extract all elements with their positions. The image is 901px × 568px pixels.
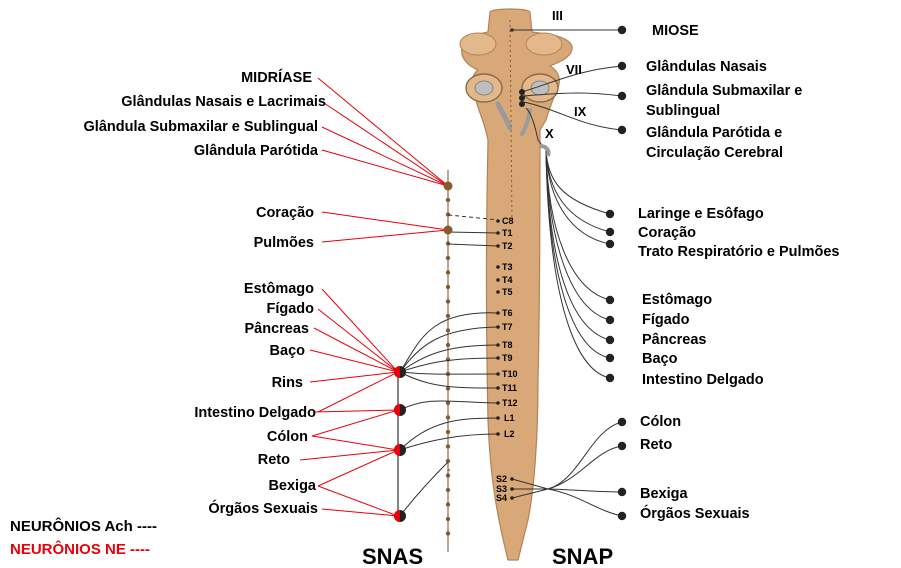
pelvic-ganglion — [394, 510, 406, 522]
chain-ganglion-dot — [446, 430, 450, 434]
segment-label: L1 — [504, 413, 515, 423]
snap-label-orgaos-sexuais: Órgãos Sexuais — [640, 504, 750, 522]
chain-ganglion-dot — [446, 270, 450, 274]
superior-cervical-ganglion — [444, 182, 453, 191]
snap-label-estomago: Estômago — [642, 292, 712, 308]
sympathetic-red-lines — [300, 78, 448, 516]
segment-label: T8 — [502, 340, 513, 350]
chain-ganglion-dot — [446, 198, 450, 202]
spinal-cord — [460, 9, 572, 560]
snap-label-glandulas-nasais: Glândulas Nasais — [646, 59, 767, 75]
sympathetic-connectors — [400, 215, 498, 516]
snap-label-trato-respiratorio: Trato Respiratório e Pulmões — [638, 244, 839, 260]
snas-title: SNAS — [362, 544, 423, 568]
segment-label: C8 — [502, 216, 514, 226]
chain-ganglion-dot — [446, 444, 450, 448]
nerve-X-label: X — [545, 126, 554, 141]
sacral-label: S4 — [496, 493, 507, 503]
snas-labels: MIDRÍASE Glândulas Nasais e Lacrimais Gl… — [84, 69, 326, 517]
chain-ganglion-dot — [446, 328, 450, 332]
sympathetic-chain — [398, 170, 448, 552]
stellate-ganglion — [444, 226, 453, 235]
chain-ganglion-dot — [446, 488, 450, 492]
vagus-target-dots — [606, 210, 614, 382]
snap-label-glandula-submaxilar: Glândula Submaxilar e — [646, 83, 802, 99]
snas-label-colon: Cólon — [267, 429, 308, 445]
segment-label: T1 — [502, 228, 513, 238]
segment-label: T7 — [502, 322, 513, 332]
snas-label-estomago: Estômago — [244, 281, 314, 297]
nerve-III-label: III — [552, 8, 563, 23]
snap-label-colon: Cólon — [640, 414, 681, 430]
vagus-root — [540, 146, 549, 156]
snap-label-sublingual: Sublingual — [646, 103, 720, 119]
nerve-IX-label: IX — [574, 104, 587, 119]
snap-label-glandula-parotida: Glândula Parótida e — [646, 125, 782, 141]
segment-label: T6 — [502, 308, 513, 318]
snap-label-laringe-esofago: Laringe e Esôfago — [638, 206, 764, 222]
segment-label: T4 — [502, 275, 513, 285]
nerve-VII-label: VII — [566, 62, 582, 77]
legend: NEURÔNIOS Ach ---- NEURÔNIOS NE ---- — [10, 517, 157, 558]
chain-ganglion-dot — [446, 299, 450, 303]
snap-label-figado: Fígado — [642, 312, 690, 328]
segment-label: T10 — [502, 369, 518, 379]
inferior-mesenteric-ganglion — [394, 444, 406, 456]
sacral-label: S2 — [496, 474, 507, 484]
snas-label-figado: Fígado — [266, 301, 314, 317]
snas-label-reto: Reto — [258, 452, 290, 468]
snas-label-glandulas-nasais-lacrimais: Glândulas Nasais e Lacrimais — [121, 94, 326, 110]
segment-label: T5 — [502, 287, 513, 297]
snas-label-coracao: Coração — [256, 205, 314, 221]
snap-label-pancreas: Pâncreas — [642, 332, 707, 348]
segment-label: T11 — [502, 383, 517, 393]
chain-ganglion-dot — [446, 517, 450, 521]
chain-ganglion-dot — [446, 531, 450, 535]
chain-ganglion-dot — [446, 343, 450, 347]
segment-label: T12 — [502, 398, 518, 408]
snas-label-orgaos-sexuais: Órgãos Sexuais — [208, 499, 318, 517]
segment-label: T3 — [502, 262, 513, 272]
snas-label-pancreas: Pâncreas — [245, 321, 310, 337]
snap-label-bexiga: Bexiga — [640, 486, 688, 502]
superior-mesenteric-ganglion — [394, 404, 406, 416]
snas-label-midriase: MIDRÍASE — [241, 69, 312, 86]
snas-label-baco: Baço — [270, 343, 306, 359]
segment-label: T9 — [502, 353, 513, 363]
snap-label-reto: Reto — [640, 437, 672, 453]
snas-label-bexiga: Bexiga — [268, 478, 316, 494]
snap-label-coracao: Coração — [638, 225, 696, 241]
snap-label-circulacao-cerebral: Circulação Cerebral — [646, 145, 783, 161]
snap-title: SNAP — [552, 544, 613, 568]
chain-ganglion-dot — [446, 241, 450, 245]
chain-ganglion-dot — [446, 415, 450, 419]
snap-label-intestino-delgado: Intestino Delgado — [642, 372, 764, 388]
chain-ganglion-dot — [446, 212, 450, 216]
snap-labels: MIOSE Glândulas Nasais Glândula Submaxil… — [638, 23, 839, 522]
segment-label: T2 — [502, 241, 513, 251]
vagus-nerve — [546, 150, 610, 378]
snas-label-rins: Rins — [272, 375, 303, 391]
chain-ganglion-dot — [446, 473, 450, 477]
segment-label: L2 — [504, 429, 515, 439]
snas-label-pulmoes: Pulmões — [254, 235, 314, 251]
chain-ganglion-dot — [446, 256, 450, 260]
snas-label-glandula-parotida: Glândula Parótida — [194, 143, 319, 159]
legend-ne: NEURÔNIOS NE ---- — [10, 540, 150, 558]
chain-ganglion-dot — [446, 285, 450, 289]
chain-ganglion-dot — [446, 502, 450, 506]
chain-ganglion-dot — [446, 314, 450, 318]
snas-label-glandula-submaxilar: Glândula Submaxilar e Sublingual — [84, 119, 318, 135]
celiac-ganglion — [394, 366, 406, 378]
snas-label-intestino-delgado: Intestino Delgado — [194, 405, 316, 421]
legend-ach: NEURÔNIOS Ach ---- — [10, 517, 157, 535]
snap-label-baco: Baço — [642, 351, 678, 367]
snap-label-miose: MIOSE — [652, 23, 699, 39]
